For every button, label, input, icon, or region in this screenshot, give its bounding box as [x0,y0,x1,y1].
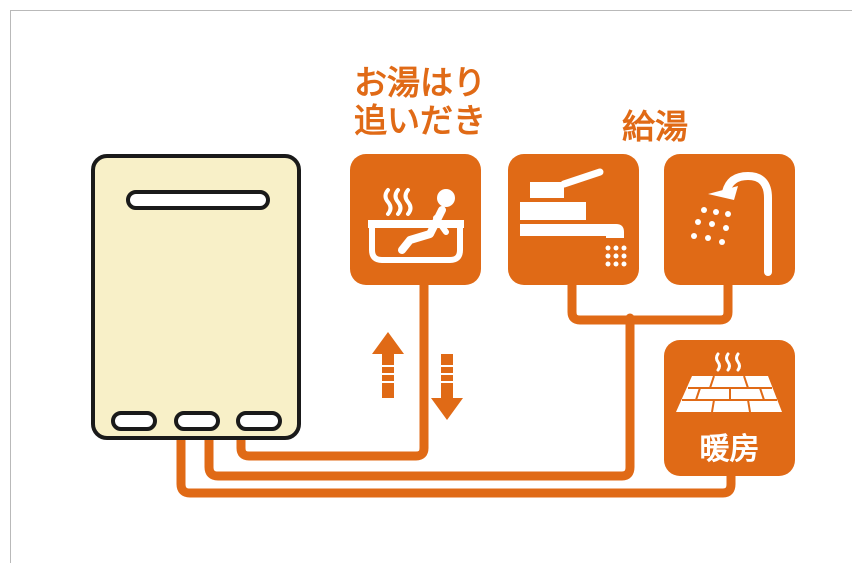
bottom-vent-middle [174,411,220,431]
bottom-vent-left [111,411,157,431]
heating-label: 暖房 [699,432,760,467]
water-heater-unit [91,154,301,440]
faucet-tile [508,154,639,285]
faucet-icon [520,168,627,267]
bath-label: お湯はり 追いだき [340,64,500,140]
arrow-down-icon [431,354,463,420]
bathtub-icon [368,188,464,263]
arrow-up-icon [372,332,404,398]
bath-label-line2: 追いだき [354,100,486,140]
bath-tile [350,154,481,285]
frame-border [10,10,852,563]
bath-pipe [236,267,429,461]
bath-label-line1: お湯はり [354,63,486,102]
hot-water-pipe [204,313,635,481]
hot-water-label: 給湯 [622,107,688,146]
bottom-vent-right [236,411,282,431]
shower-icon [691,171,772,276]
floor-heating-icon [676,352,782,413]
supply-connector-pipe [567,277,733,325]
top-vent [126,190,270,210]
shower-tile [664,154,795,285]
heating-pipe [176,425,736,498]
floor-heating-tile: 暖房 [664,340,795,476]
